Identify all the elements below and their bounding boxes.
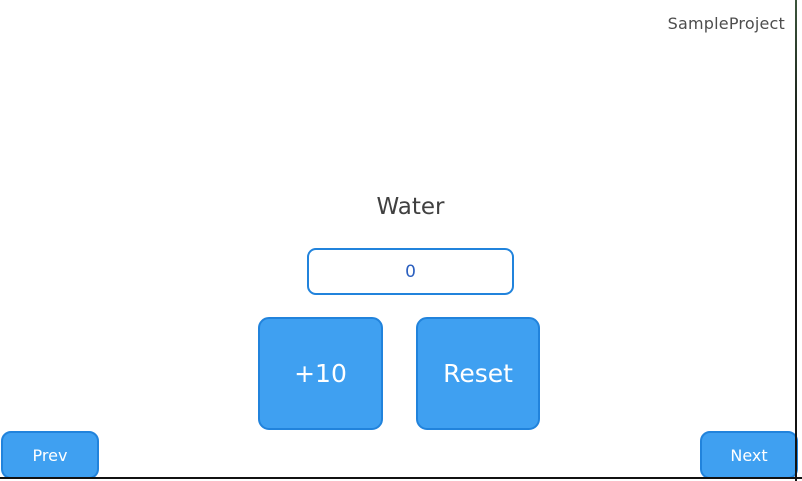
prev-button-label: Prev [32, 445, 68, 465]
next-button-label: Next [730, 445, 768, 465]
plus10-button-label: +10 [294, 359, 347, 388]
prev-button[interactable]: Prev [1, 431, 99, 479]
reset-button[interactable]: Reset [416, 317, 540, 430]
plus10-button[interactable]: +10 [258, 317, 383, 430]
next-button[interactable]: Next [700, 431, 798, 479]
project-label: SampleProject [667, 14, 785, 33]
window-frame-right [795, 0, 797, 481]
screen-title: Water [376, 194, 445, 220]
reset-button-label: Reset [443, 359, 513, 388]
counter-value-field[interactable]: 0 [307, 248, 514, 295]
counter-value: 0 [405, 261, 416, 282]
window-frame-bottom [0, 477, 802, 479]
